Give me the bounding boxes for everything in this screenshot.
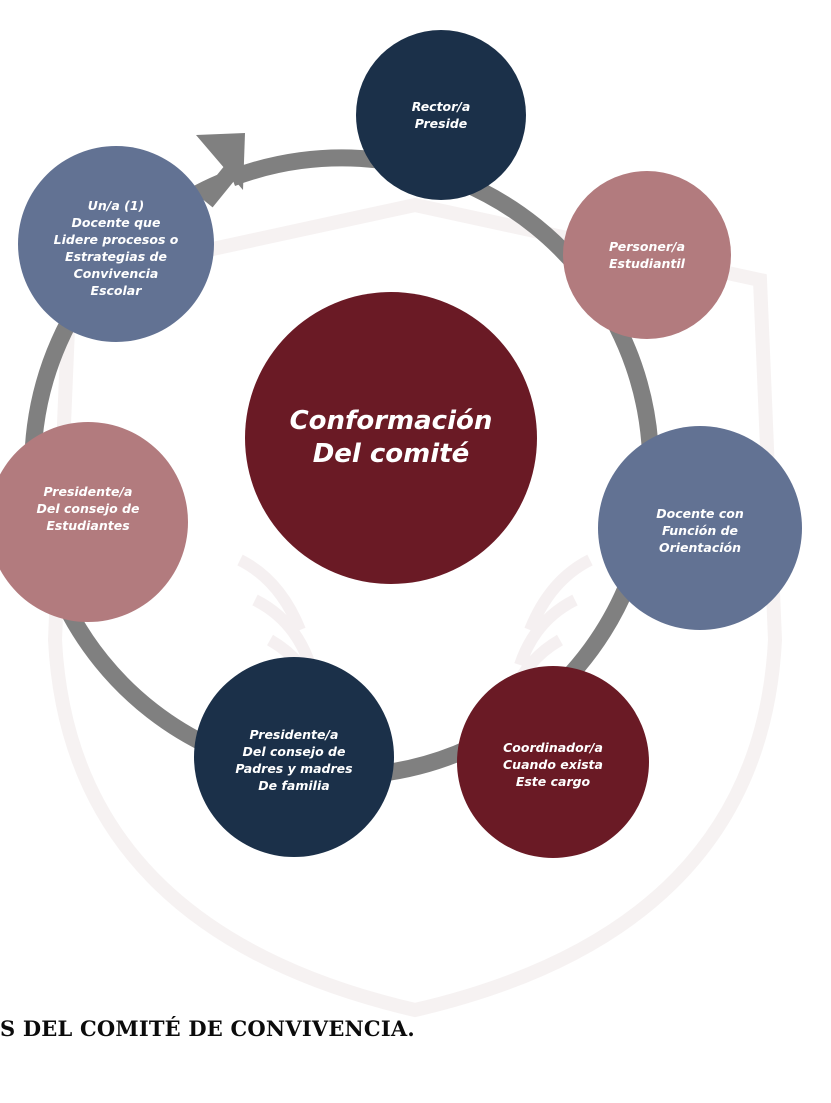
node-label-docente-orientacion: Docente con Función de Orientación [656, 505, 744, 555]
node-label-rector: Rector/a Preside [411, 99, 471, 131]
node-circle-docente-lider [18, 146, 214, 342]
section-heading: S DEL COMITÉ DE CONVIVENCIA. [0, 1016, 415, 1041]
cycle-arrow-icon [196, 133, 245, 208]
node-label-personero: Personer/a Estudiantil [608, 239, 686, 271]
node-circle-presidente-padres [194, 657, 394, 857]
node-label-presidente-padres: Presidente/a Del consejo de Padres y mad… [235, 727, 353, 793]
cycle-ring [24, 149, 660, 785]
node-circle-center [245, 292, 537, 584]
node-label-presidente-estudiantes: Presidente/a Del consejo de Estudiantes [36, 483, 140, 533]
node-circle-presidente-estudiantes [0, 422, 188, 622]
watermark-shield [47, 197, 783, 1018]
node-circle-rector [356, 30, 526, 200]
node-circle-personero [563, 171, 731, 339]
node-circle-coordinador [457, 666, 649, 858]
center-label: Conformación Del comité [289, 406, 493, 469]
node-label-coordinador: Coordinador/a Cuando exista Este cargo [503, 739, 603, 789]
node-label-docente-lider: Un/a (1) Docente que Lidere procesos o E… [53, 197, 179, 298]
node-circle-docente-orientacion [598, 426, 802, 630]
